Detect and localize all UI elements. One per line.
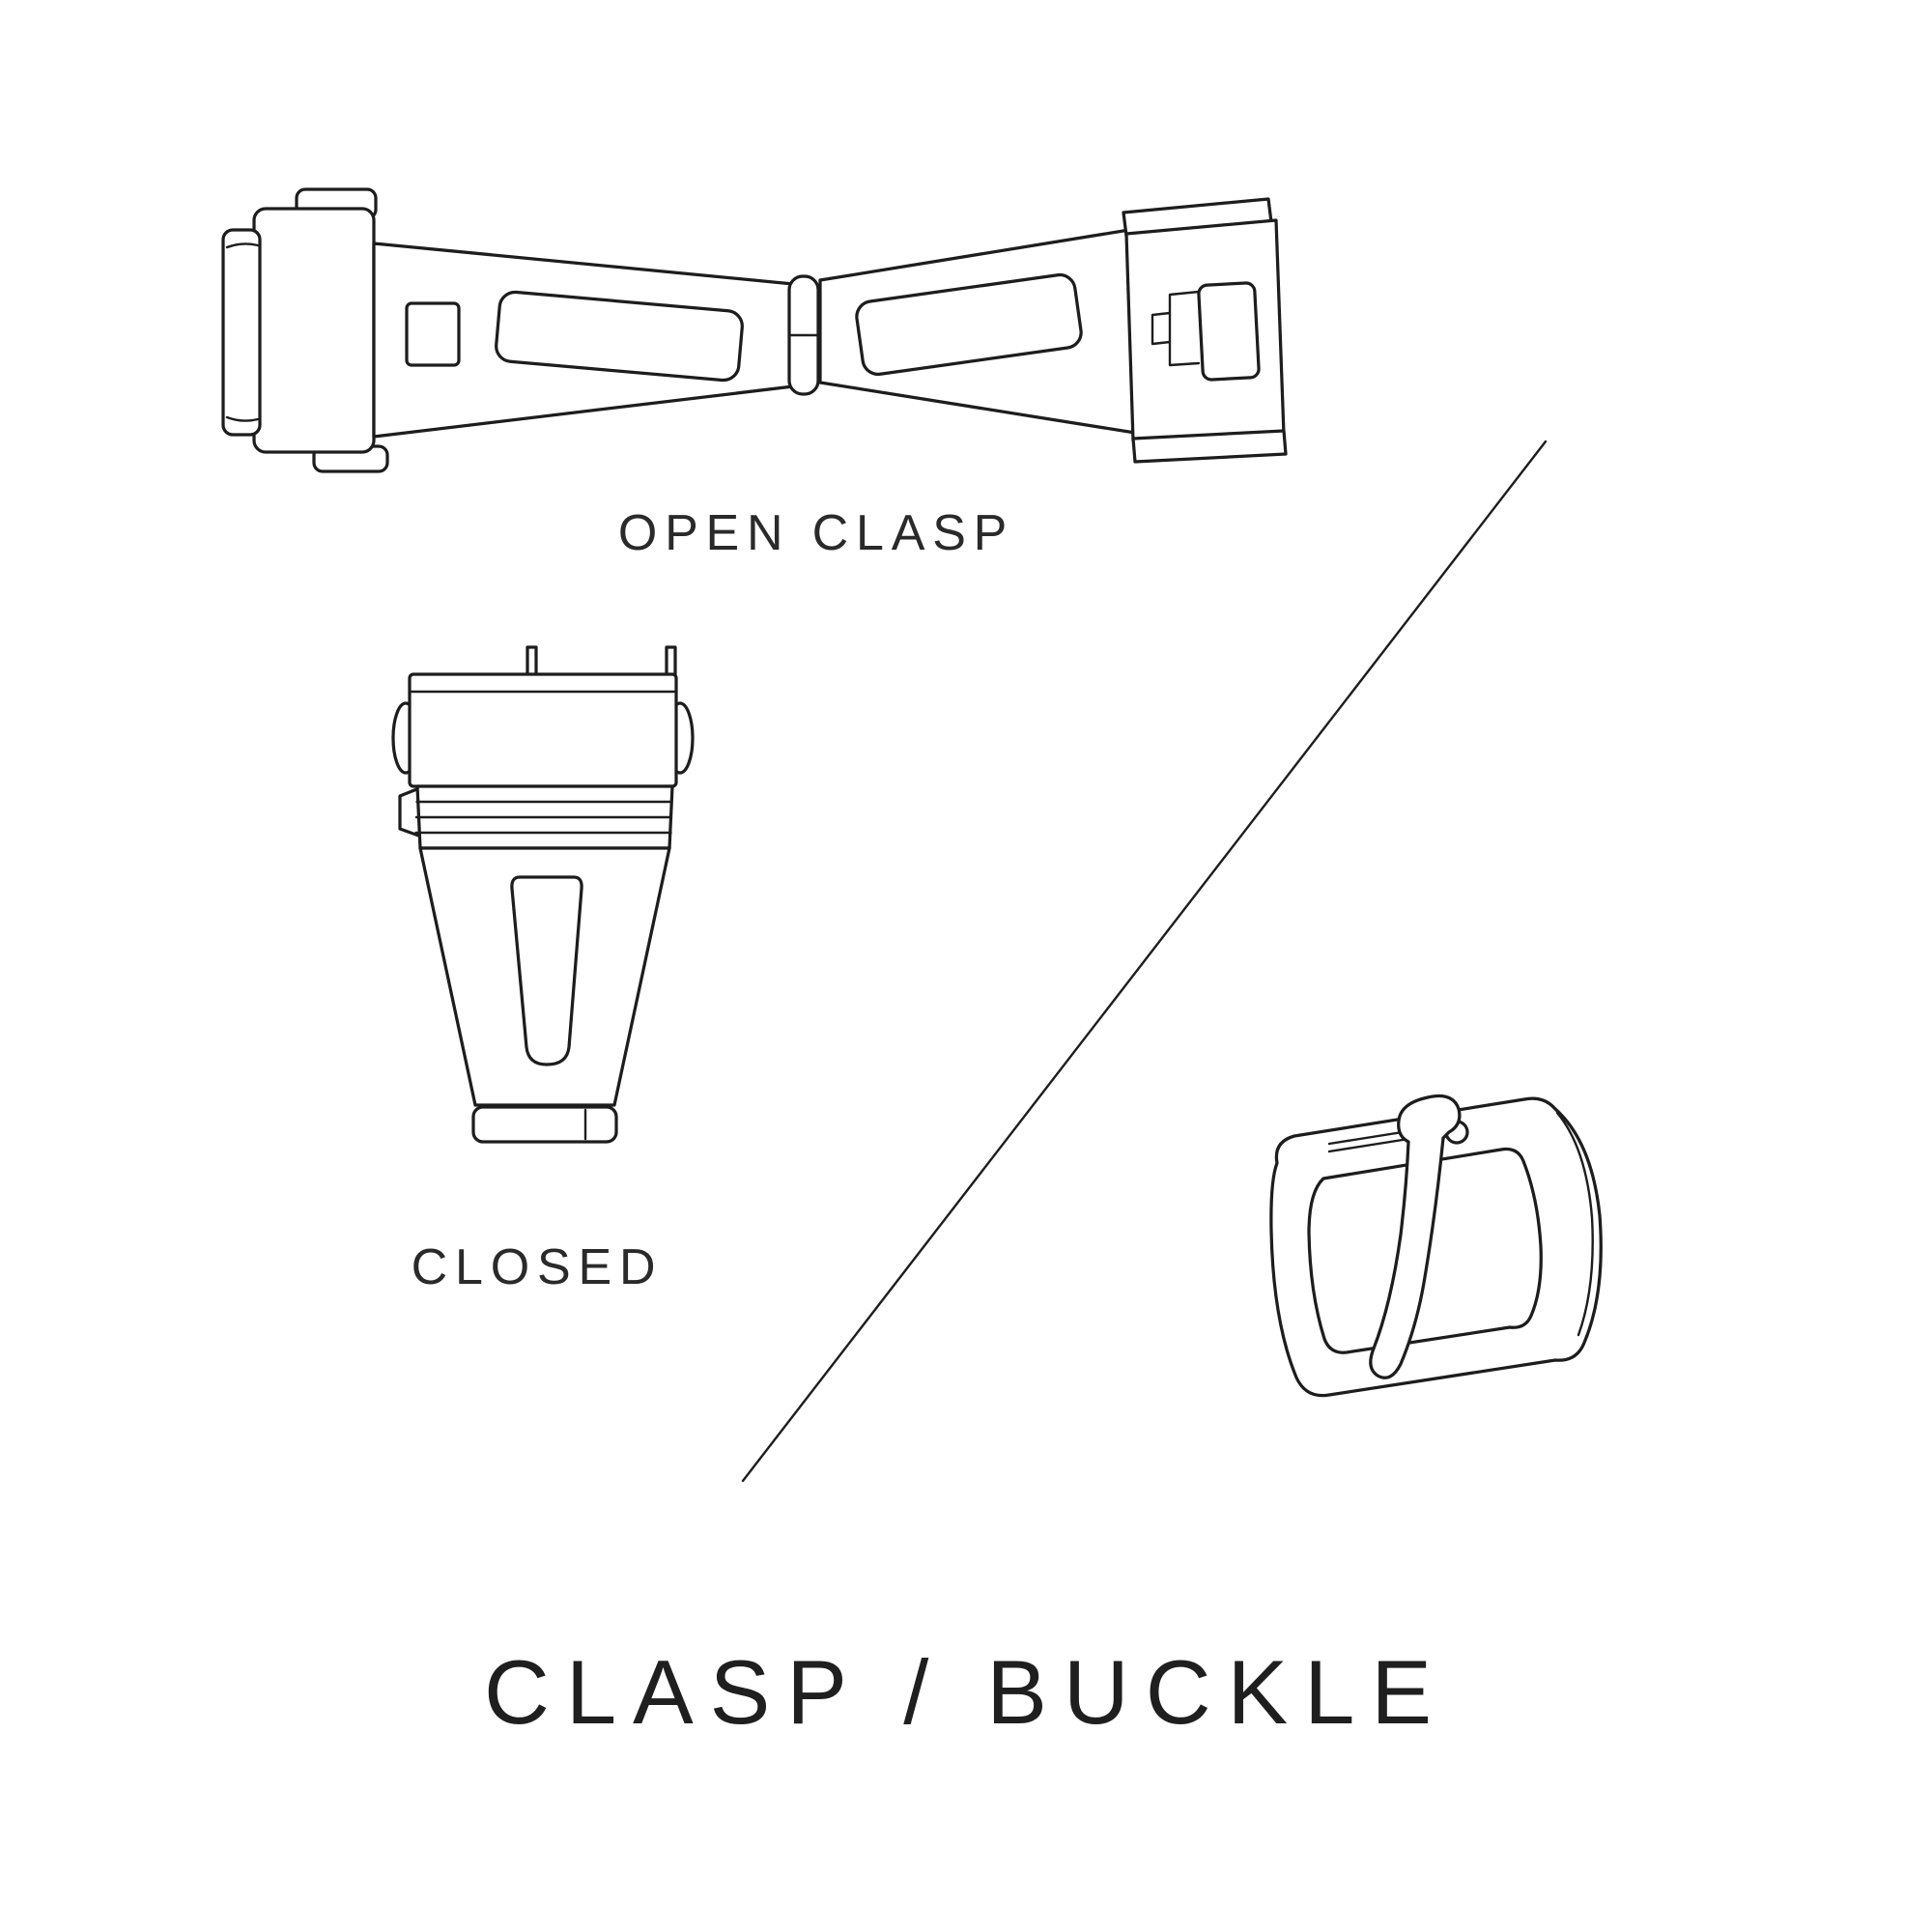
buckle-bar-curve [1555,1111,1594,1337]
divider-line [741,440,1548,1483]
closed-label: CLOSED [411,1239,664,1295]
clasp-endlink-block [252,207,376,454]
clasp-right-hook [1151,290,1201,367]
clasp-right-lower-slat [1131,429,1288,464]
clasp-body [418,846,671,1107]
open-clasp-label: OPEN CLASP [617,505,1015,561]
clasp-body-slot [510,875,583,1066]
open-clasp-illustration [221,187,1288,473]
clasp-right-cutout [855,272,1083,377]
buckle-illustration [1269,1094,1603,1398]
clasp-left-cutout [495,290,744,383]
clasp-right-blade [818,228,1137,435]
clasp-right-plate [1124,218,1286,442]
clasp-right-window [1197,281,1261,382]
clasp-endlink-tube [221,228,262,437]
buckle-tongue [1369,1094,1462,1379]
clasp-latch-notch [405,301,461,367]
closed-clasp-illustration [391,645,695,1144]
clasp-bottom-cap [471,1105,618,1144]
page-title: CLASP / BUCKLE [484,1641,1448,1743]
